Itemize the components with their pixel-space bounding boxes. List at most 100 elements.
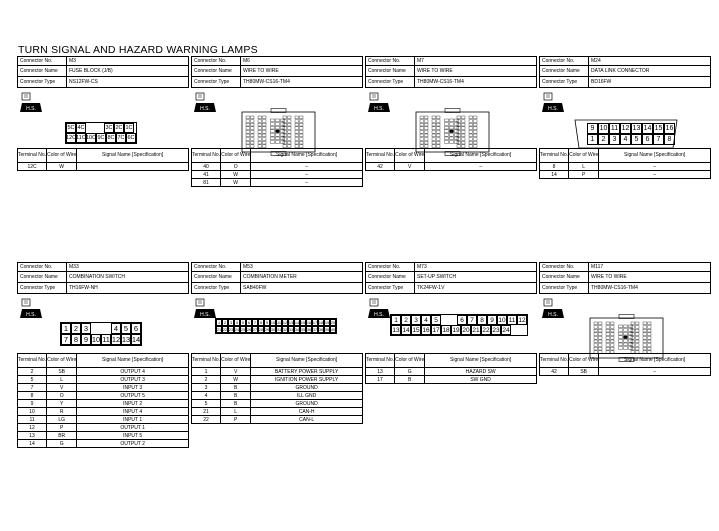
pin-cell: 10 [497,315,507,325]
pin-cell: 14 [131,334,141,345]
signal-name: HAZARD SW [424,367,537,376]
pin-cell: 18 [441,325,451,335]
pin-cell: 6 [131,323,141,334]
terminal-no: 11 [16,415,48,424]
pin-cell: 16 [664,123,675,134]
svg-text:H.S.: H.S. [200,106,210,112]
signal-name: CAN-L [250,415,363,424]
pin-cell: 1 [391,315,401,325]
terminal-no: 14 [16,439,48,448]
svg-text:H.S.: H.S. [200,312,210,318]
pin-cell: 12C [65,133,77,143]
pin-cell: 37 [312,326,318,333]
pin-cell: 21 [216,326,222,333]
signal-name: OUTPUT 3 [76,375,189,384]
signal-name: IGNITION POWER SUPPLY [250,375,363,384]
pin-cell: 19 [324,319,330,326]
pin-cell: 36 [306,326,312,333]
signal-name: GROUND [250,383,363,392]
pin-cell: 7 [653,134,664,145]
pin-cell: 11C [76,133,86,143]
signal-name: – [598,367,711,376]
pin-cell: 4 [234,319,240,326]
pin-cell: 25 [240,326,246,333]
pin-cell: 15 [411,325,421,335]
pin-cell: 5 [631,134,642,145]
pin-cell: 10C [85,133,97,143]
wire-color: W [46,162,78,171]
terminal-no: 21 [190,407,222,416]
pin-cell: 26 [246,326,252,333]
terminal-no: 40 [190,162,222,171]
signal-name: – [250,170,363,179]
pin-cell: 34 [294,326,300,333]
pin-cell: 8 [477,315,487,325]
pin-cell: 30 [270,326,276,333]
pin-cell: 15 [300,319,306,326]
svg-text:H.S.: H.S. [26,312,36,318]
pin-cell: 14 [294,319,300,326]
pin-cell: 8 [258,319,264,326]
pin-cell: 11 [609,123,620,134]
pin-cell: 5 [121,323,131,334]
pin-cell: 35 [300,326,306,333]
pin-cell: 29 [264,326,270,333]
pin-cell: 4 [421,315,431,325]
pin-cell: 6C [126,133,136,143]
wire-color: B [220,383,252,392]
terminal-no: 8 [16,391,48,400]
signal-name: OUTPUT 1 [76,423,189,432]
page-title: TURN SIGNAL AND HAZARD WARNING LAMPS [18,44,258,56]
pin-cell: 8C [106,133,116,143]
pin-cell: 8 [664,134,675,145]
hs-icon: H.S. [194,92,216,112]
svg-text:H.S.: H.S. [26,106,36,112]
pin-cell: 13 [288,319,294,326]
pin-cell: 9 [264,319,270,326]
connector-face-view: H.S. [191,88,363,160]
pin-cell: 24 [234,326,240,333]
terminal-no: 9 [16,399,48,408]
pin-cell: 10 [598,123,609,134]
pin-cell: 14 [642,123,653,134]
pin-cell: 19 [451,325,461,335]
pin-cell: 2 [222,319,228,326]
wire-color: Y [46,399,78,408]
hs-icon: H.S. [542,298,564,318]
wire-color: SB [46,367,78,376]
pin-cell: 10 [91,334,101,345]
terminal-no: 13 [16,431,48,440]
wire-color: SB [568,367,600,376]
terminal-no: 42 [538,367,570,376]
signal-name: – [250,178,363,187]
svg-text:H.S.: H.S. [548,106,558,112]
terminal-no: 22 [190,415,222,424]
wire-color: L [220,407,252,416]
signal-name: BATTERY POWER SUPPLY [250,367,363,376]
pin-cell: 22 [481,325,491,335]
